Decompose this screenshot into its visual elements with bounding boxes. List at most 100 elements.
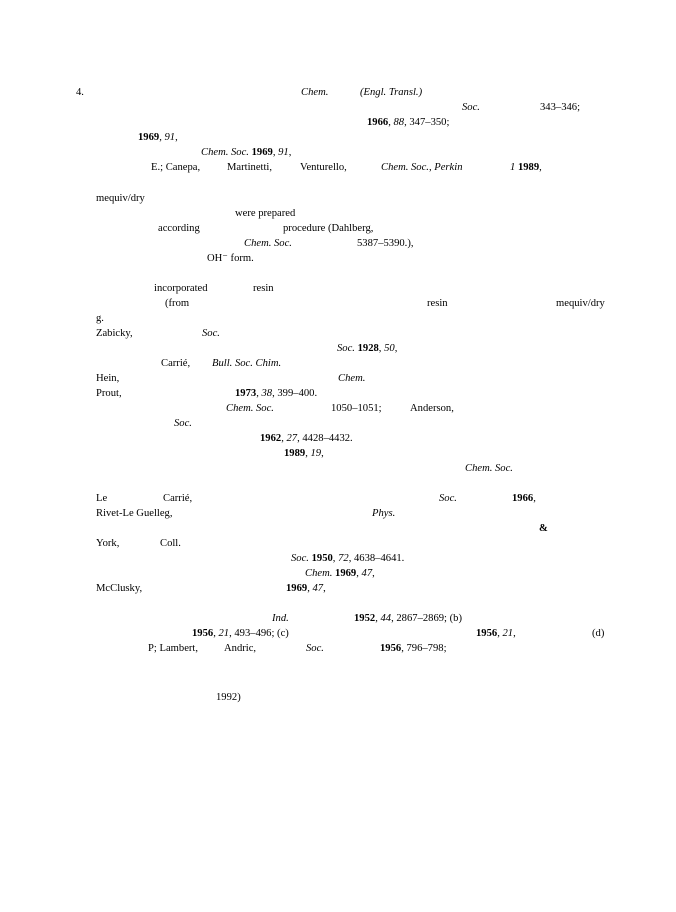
journal-abbrev: Soc. (291, 553, 309, 564)
ref-number: 4. (76, 87, 84, 98)
citation-fragment: 1956, 796–798; (380, 643, 447, 655)
volume: 91 (278, 147, 289, 158)
year: 1969 (248, 147, 273, 158)
author-name: Venturello, (300, 162, 347, 173)
journal-abbrev: Soc. (462, 102, 480, 113)
volume: 44 (380, 613, 392, 624)
volume: 47 (312, 583, 324, 594)
journal-abbrev: Bull. Soc. Chim. (212, 358, 282, 369)
text-fragment: OH⁻ form. (207, 253, 254, 264)
journal-abbrev: Chem. (338, 373, 366, 384)
separator: , (513, 628, 516, 639)
citation-fragment: Soc. 1928, 50, (337, 343, 398, 355)
author-name: Andric, (224, 643, 257, 654)
separator: , (332, 553, 339, 564)
year: 1928 (354, 343, 379, 354)
volume: 72 (338, 553, 349, 564)
author-name: Martinetti, (227, 162, 273, 173)
text-fragment: mequiv/dry (96, 193, 145, 204)
journal-abbrev: Soc. (306, 643, 324, 654)
citation-fragment: 1 1989, (510, 162, 542, 174)
author-name: Prout, (96, 388, 122, 399)
year: 1969 (286, 583, 308, 594)
journal-abbrev: (Engl. Transl.) (360, 87, 423, 98)
item-marker: (d) (592, 628, 605, 639)
separator: , (497, 628, 503, 639)
separator: , (394, 343, 398, 354)
text-fragment: resin (253, 283, 274, 294)
citation-fragment: 1973, 38, 399–400. (235, 388, 318, 400)
citation-fragment: 1969, 47, (286, 583, 326, 595)
journal-abbrev: Ind. (272, 613, 289, 624)
author-name: Le (96, 493, 108, 504)
year: 1966 (367, 117, 389, 128)
journal-abbrev: Phys. (372, 508, 396, 519)
separator: , (305, 448, 311, 459)
year: 1962 (260, 433, 282, 444)
page-range: 1050–1051; (331, 403, 382, 414)
separator: , (388, 117, 394, 128)
citation-fragment: Chem. Soc. 1969, 91, (201, 147, 291, 159)
text-fragment: resin (427, 298, 448, 309)
text-fragment: Coll. (160, 538, 181, 549)
separator: , (323, 583, 326, 594)
text-fragment: York, (96, 538, 120, 549)
citation-fragment: 1966, 88, 347–350; (367, 117, 449, 129)
volume: 21 (218, 628, 230, 639)
separator: , (378, 343, 385, 354)
text-fragment: according (158, 223, 200, 234)
journal-abbrev: Chem. Soc., Perkin (381, 162, 463, 173)
citation-fragment: 1969, 91, (138, 132, 178, 144)
year: 1973 (235, 388, 257, 399)
page-range: 343–346; (540, 102, 581, 113)
page-range: , 4638–4641. (348, 553, 405, 564)
separator: , (272, 147, 279, 158)
separator: , (356, 568, 362, 579)
author-name: Rivet-Le Guelleg, (96, 508, 173, 519)
text-fragment: (from (165, 298, 190, 309)
text-fragment: procedure (Dahlberg, (283, 223, 374, 234)
page-range: , 4428–4432. (297, 433, 353, 444)
date-fragment: 1992) (216, 692, 241, 703)
volume: 21 (502, 628, 514, 639)
author-list: P; Lambert, (148, 643, 199, 654)
separator: , (307, 583, 313, 594)
page-range: , 399–400. (272, 388, 318, 399)
author-name: Hein, (96, 373, 120, 384)
volume: 27 (286, 433, 298, 444)
separator: , (281, 433, 287, 444)
separator: , (213, 628, 219, 639)
year: 1952 (354, 613, 376, 624)
text-fragment: g. (96, 313, 104, 324)
separator: , (175, 132, 178, 143)
author-name: Carrié, (161, 358, 191, 369)
volume: 38 (261, 388, 273, 399)
volume: 19 (310, 448, 322, 459)
separator: , (372, 568, 375, 579)
year: 1966 (512, 493, 534, 504)
journal-abbrev: Chem. (305, 568, 333, 579)
year: 1950 (308, 553, 333, 564)
author-name: McClusky, (96, 583, 143, 594)
series-number: 1 (510, 162, 516, 173)
citation-fragment: 1962, 27, 4428–4432. (260, 433, 353, 445)
author-name: Carrié, (163, 493, 193, 504)
year: 1989 (515, 162, 540, 173)
volume: 88 (393, 117, 405, 128)
journal-abbrev: Chem. Soc. (244, 238, 292, 249)
year: 1969 (138, 132, 160, 143)
citation-fragment: 1956, 21, 493–496; (c) (192, 628, 289, 640)
journal-abbrev: Chem. Soc. (226, 403, 274, 414)
page-range: 5387–5390.), (357, 238, 414, 249)
journal-abbrev: Soc. (439, 493, 457, 504)
author-name: Anderson, (410, 403, 454, 414)
text-fragment: incorporated (154, 283, 208, 294)
separator: , (256, 388, 262, 399)
author-name: Zabicky, (96, 328, 133, 339)
year: 1969 (332, 568, 357, 579)
year: 1956 (380, 643, 402, 654)
year: 1989 (284, 448, 306, 459)
journal-abbrev: Chem. (301, 87, 329, 98)
year: 1956 (192, 628, 214, 639)
citation-fragment: Chem. 1969, 47, (305, 568, 375, 580)
